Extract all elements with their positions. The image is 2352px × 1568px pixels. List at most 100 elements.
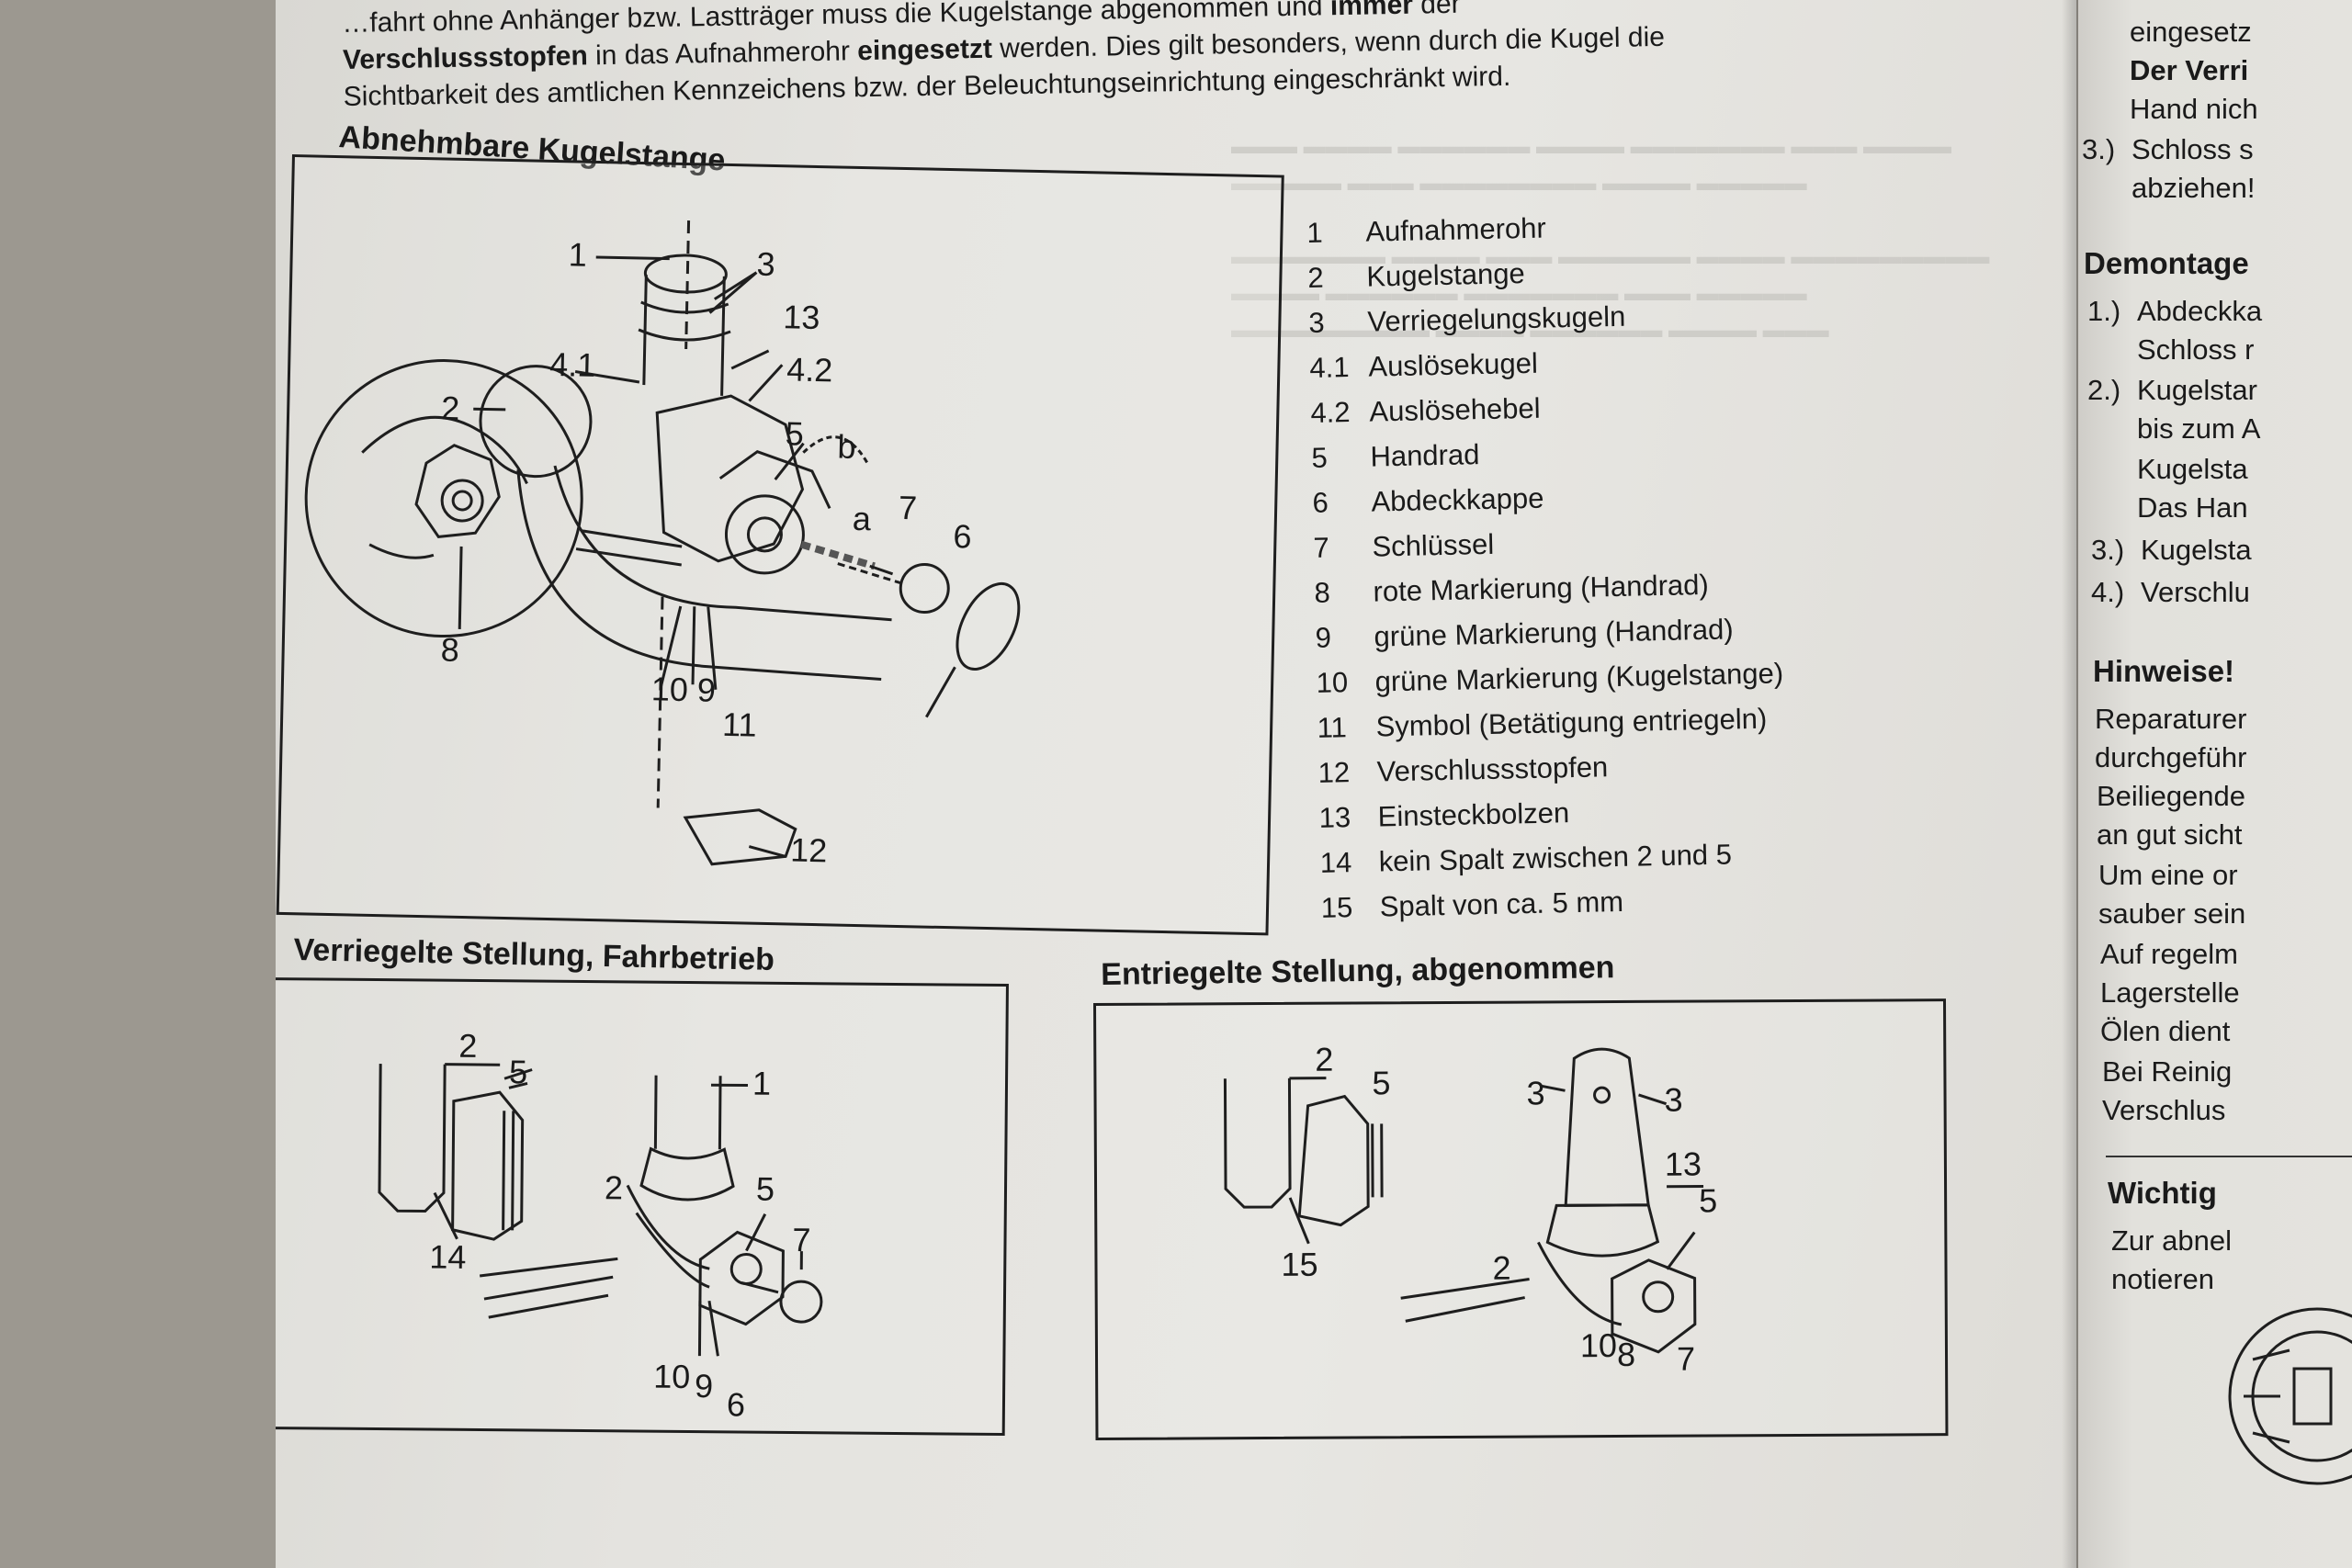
locked-callout-6: 6 — [727, 1385, 745, 1423]
hint-line: Auf regelm — [2100, 938, 2238, 970]
adjacent-page: eingesetz Der Verri Hand nich 3.) Schlos… — [2078, 0, 2352, 1568]
step-line: Kugelsta — [2137, 453, 2248, 485]
step-number: 4.) — [2091, 576, 2125, 608]
callout-6: 6 — [953, 517, 972, 555]
locked-callout-14: 14 — [429, 1238, 466, 1276]
locked-callout-2b: 2 — [605, 1168, 623, 1206]
unlocked-callout-5b: 5 — [1699, 1181, 1717, 1219]
locked-callout-1: 1 — [752, 1065, 771, 1102]
hint-line: Bei Reinig — [2102, 1055, 2233, 1088]
hint-line: Verschlus — [2102, 1094, 2226, 1126]
hint-line: Lagerstelle — [2100, 976, 2240, 1009]
demontage-heading: Demontage — [2084, 246, 2249, 280]
unlocked-callout-10: 10 — [1580, 1326, 1617, 1364]
unlocked-callout-2: 2 — [1315, 1041, 1333, 1078]
locked-callout-5: 5 — [509, 1053, 527, 1090]
unlocked-callout-2b: 2 — [1492, 1249, 1510, 1287]
wichtig-line: Zur abnel — [2111, 1224, 2232, 1257]
step-line: Das Han — [2137, 491, 2248, 524]
hinweise-heading: Hinweise! — [2093, 654, 2235, 688]
hint-line: an gut sicht — [2097, 818, 2243, 851]
wichtig-heading: Wichtig — [2108, 1176, 2217, 1210]
callout-a: a — [852, 500, 872, 537]
tow-ball-exploded-diagram: 1 3 13 4.1 4.2 2 5 b a 7 6 8 10 9 11 12 — [304, 220, 1021, 870]
step-line: abziehen! — [2132, 172, 2256, 204]
handwheel-shape — [655, 394, 805, 563]
callout-5: 5 — [785, 414, 804, 452]
unlocked-callout-3a: 3 — [1526, 1074, 1544, 1111]
unlocked-callout-5: 5 — [1372, 1064, 1390, 1101]
step-line: Schloss r — [2137, 333, 2255, 366]
right-top-line: eingesetz — [2130, 16, 2252, 48]
callout-4-2: 4.2 — [786, 350, 833, 389]
right-top-line: Der Verri — [2130, 54, 2249, 86]
unlocked-callout-7: 7 — [1677, 1340, 1695, 1378]
callout-3: 3 — [756, 245, 775, 283]
step-line: bis zum A — [2137, 412, 2261, 445]
callout-8: 8 — [440, 631, 459, 669]
callout-2: 2 — [441, 389, 460, 426]
step-line: Kugelsta — [2141, 534, 2252, 566]
section-divider — [2106, 1156, 2352, 1157]
hint-line: Beiliegende — [2097, 780, 2246, 812]
hint-line: durchgeführ — [2095, 741, 2247, 773]
step-number: 2.) — [2087, 374, 2121, 406]
locked-callout-7: 7 — [792, 1221, 810, 1258]
unlocked-callout-13: 13 — [1665, 1145, 1702, 1183]
locked-diagram-frame: 2 5 14 1 2 5 7 10 9 6 — [276, 977, 1009, 1437]
manual-page: ▬▬▬ ▬▬▬▬ ▬▬▬▬▬▬ ▬▬▬▬ ▬▬▬▬▬▬▬ ▬▬▬ ▬▬▬▬▬▬▬… — [276, 0, 2076, 1568]
unlocked-callout-15: 15 — [1281, 1246, 1317, 1283]
step-line: Kugelstar — [2137, 374, 2257, 406]
callout-b: b — [837, 428, 856, 466]
step-line: Abdeckka — [2137, 295, 2263, 327]
step-line: Verschlu — [2141, 576, 2250, 608]
callout-9: 9 — [696, 671, 716, 708]
unlocked-callout-3b: 3 — [1664, 1081, 1682, 1119]
unlocked-diagram-frame: 2 5 15 3 3 13 5 2 10 8 7 — [1093, 998, 1949, 1440]
step-number: 1.) — [2087, 295, 2121, 327]
hint-line: Reparaturer — [2095, 703, 2247, 735]
right-top-line: Hand nich — [2130, 93, 2258, 125]
locked-callout-2: 2 — [458, 1027, 477, 1065]
callout-10: 10 — [650, 670, 688, 708]
unlocked-callout-8: 8 — [1617, 1336, 1635, 1373]
locked-callout-9: 9 — [695, 1367, 713, 1404]
main-diagram-frame: 1 3 13 4.1 4.2 2 5 b a 7 6 8 10 9 11 12 — [276, 154, 1284, 936]
ball-shape — [479, 365, 593, 479]
wichtig-line: notieren — [2111, 1263, 2215, 1295]
hint-line: Um eine or — [2098, 859, 2238, 891]
intro-paragraph: …fahrt ohne Anhänger bzw. Lastträger mus… — [342, 0, 1666, 112]
callout-11: 11 — [722, 705, 757, 744]
locked-position-diagram: 2 5 14 1 2 5 7 10 9 6 — [378, 1027, 823, 1424]
hint-line: sauber sein — [2098, 897, 2246, 930]
callout-12: 12 — [790, 831, 828, 870]
callout-13: 13 — [783, 298, 820, 336]
locked-callout-10: 10 — [653, 1358, 690, 1395]
callout-4-1: 4.1 — [549, 345, 596, 384]
locked-callout-5b: 5 — [756, 1170, 775, 1208]
unlocked-position-diagram: 2 5 15 3 3 13 5 2 10 8 7 — [1223, 1041, 1717, 1378]
step-line: Schloss s — [2132, 133, 2254, 165]
step-number: 3.) — [2082, 133, 2116, 165]
callout-1: 1 — [568, 235, 587, 273]
bleed-through-text: ▬▬▬ ▬▬▬▬ ▬▬▬▬▬▬ ▬▬▬▬ ▬▬▬▬▬▬▬ ▬▬▬ ▬▬▬▬▬▬▬… — [1231, 134, 1990, 343]
step-number: 3.) — [2091, 534, 2125, 566]
key-cylinder-illustration — [2228, 1307, 2352, 1485]
detail-magnifier-circle — [304, 359, 583, 638]
locked-section-title: Verriegelte Stellung, Fahrbetrieb — [293, 932, 775, 977]
